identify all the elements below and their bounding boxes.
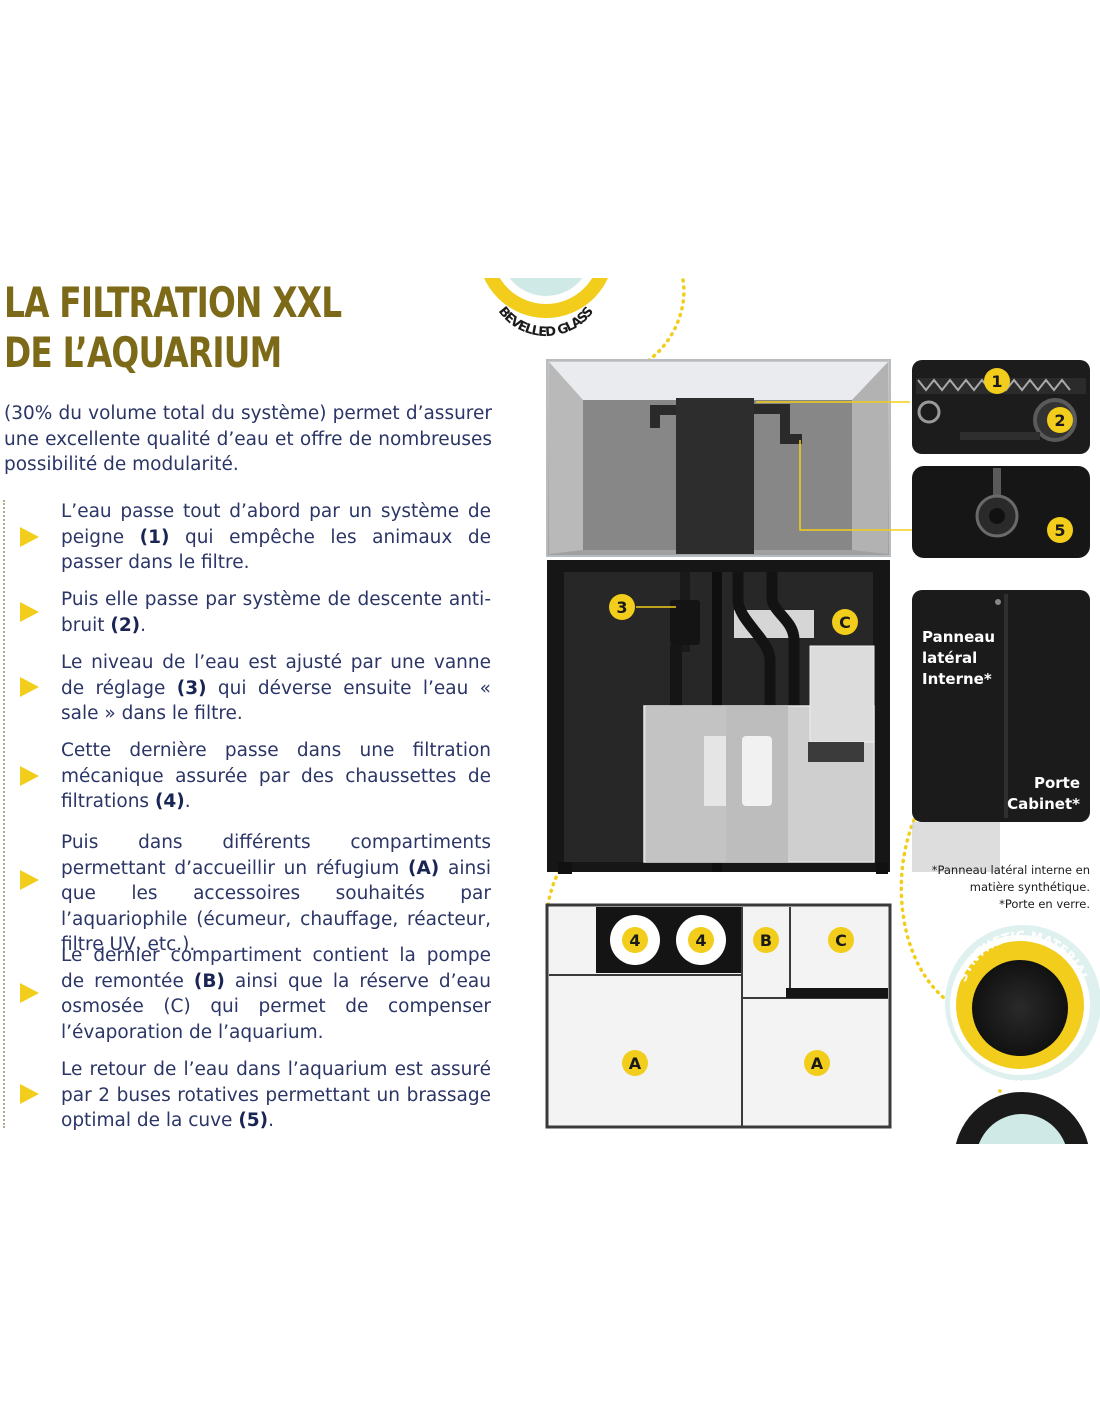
svg-text:4: 4 <box>695 931 706 950</box>
arrow-icon <box>20 870 39 890</box>
aquarium-tank <box>546 359 891 557</box>
callout-a-right: A <box>804 1050 830 1076</box>
side-panel-label: Panneau latéral Interne* <box>922 628 996 688</box>
filter-cabinet <box>547 560 890 874</box>
arrow-icon <box>20 527 39 547</box>
step-3: Le niveau de l’eau est ajusté par une va… <box>61 652 492 724</box>
svg-text:B: B <box>760 931 772 950</box>
svg-text:1: 1 <box>991 372 1002 391</box>
arrow-icon <box>20 677 39 697</box>
callout-c-top-view: C <box>828 927 854 953</box>
callout-4-left: 4 <box>622 927 648 953</box>
callout-1: 1 <box>984 368 1010 394</box>
synthetic-material-seal: SYNTHETIC MATERIAL <box>945 925 1100 1081</box>
svg-text:A: A <box>629 1054 642 1073</box>
step-4: Cette dernière passe dans une filtration… <box>61 740 491 812</box>
bevelled-glass-seal: BEVELLED GLASS <box>484 278 608 338</box>
inset-side-panel-photo <box>912 590 1090 872</box>
step-7: Le retour de l’eau dans l’aquarium est a… <box>61 1059 491 1131</box>
intro-paragraph: (30% du volume total du système) permet … <box>4 403 492 475</box>
title-line-1: LA FILTRATION XXL <box>4 278 342 327</box>
refugium-ready-seal: REFUGIUM READY <box>955 1080 1089 1144</box>
inset-nozzle-photo <box>912 466 1090 558</box>
svg-text:5: 5 <box>1054 521 1065 540</box>
svg-text:2: 2 <box>1054 411 1065 430</box>
step-6: Le dernier compartiment contient la pomp… <box>61 945 491 1043</box>
callout-4-right: 4 <box>688 927 714 953</box>
step-5: Puis dans différents compartiments perme… <box>61 832 491 955</box>
svg-text:C: C <box>839 613 851 632</box>
arrow-icon <box>20 983 39 1003</box>
step-1: L’eau passe tout d’abord par un système … <box>61 501 491 573</box>
callout-b: B <box>753 927 779 953</box>
callout-3: 3 <box>609 594 635 620</box>
arrow-icon <box>20 1084 39 1104</box>
footnote: *Panneau latéral interne en matière synt… <box>931 863 1090 911</box>
dotted-rule <box>3 500 5 1128</box>
arrow-icon <box>20 602 39 622</box>
title-line-2: DE L’AQUARIUM <box>4 328 282 377</box>
svg-text:C: C <box>835 931 847 950</box>
callout-a-left: A <box>622 1050 648 1076</box>
svg-text:4: 4 <box>629 931 640 950</box>
callout-c: C <box>832 609 858 635</box>
arrow-icon <box>20 766 39 786</box>
callout-5: 5 <box>1047 517 1073 543</box>
cabinet-door-label: Porte Cabinet* <box>1007 774 1080 813</box>
step-2: Puis elle passe par système de descente … <box>61 589 491 636</box>
svg-text:3: 3 <box>616 598 627 617</box>
svg-text:A: A <box>811 1054 824 1073</box>
callout-2: 2 <box>1047 407 1073 433</box>
page-title: LA FILTRATION XXL DE L’AQUARIUM <box>4 278 342 378</box>
